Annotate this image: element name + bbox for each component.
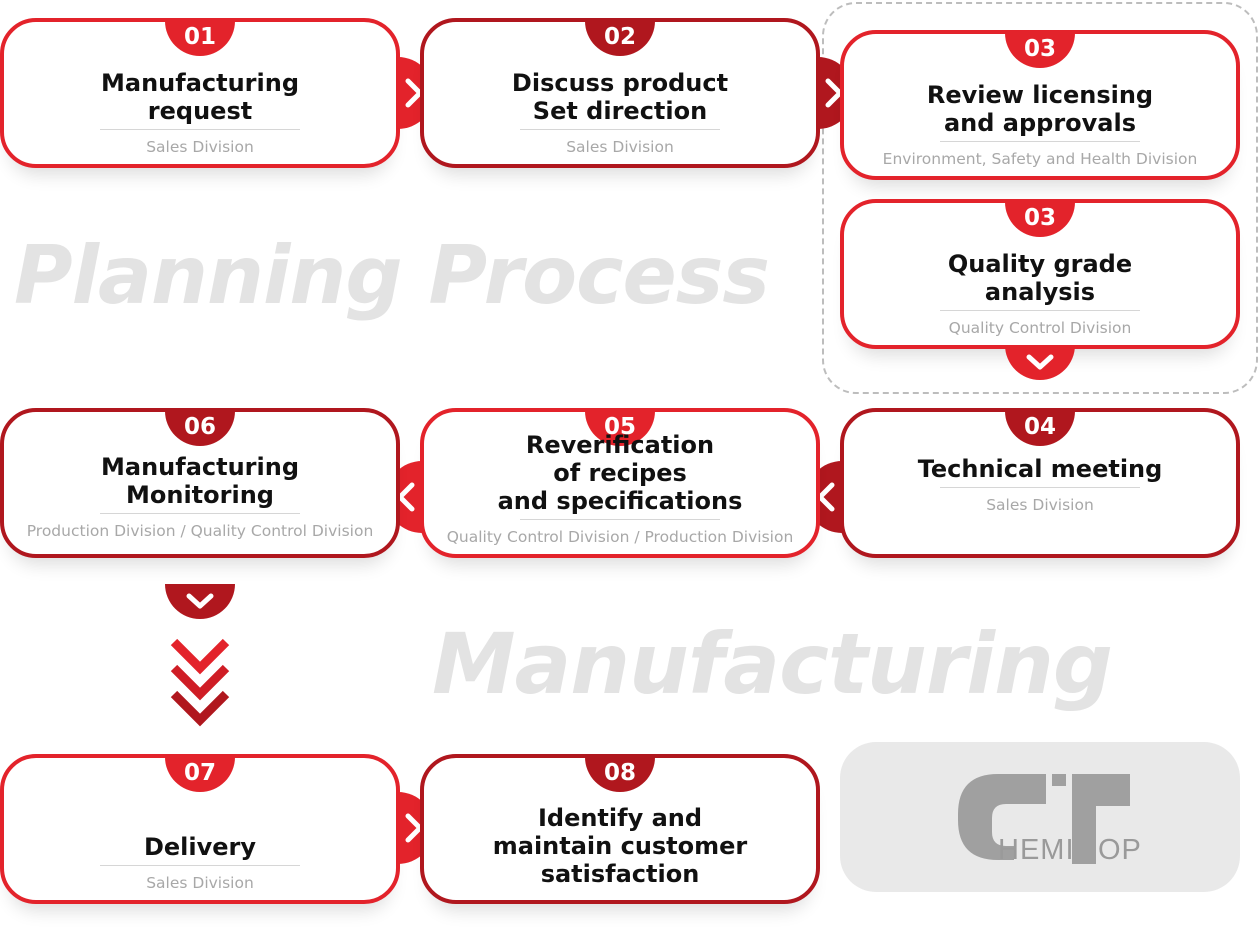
- step-divider: [100, 513, 300, 514]
- step-division: Sales Division: [146, 138, 254, 156]
- step-card-08: 08 Identify and maintain customer satisf…: [420, 754, 820, 904]
- step-title: Manufacturing request: [101, 69, 299, 125]
- step-division: Sales Division: [146, 874, 254, 892]
- company-logo-box: HEMI OP: [840, 742, 1240, 892]
- logo-text-right: OP: [1098, 834, 1142, 866]
- step-title: Manufacturing Monitoring: [101, 453, 299, 509]
- step-card-03-licensing: 03 Review licensing and approvals Enviro…: [840, 30, 1240, 180]
- triple-chevron-down-icon: [166, 634, 234, 730]
- step-title: Review licensing and approvals: [926, 81, 1154, 137]
- step-division: Production Division / Quality Control Di…: [26, 522, 374, 540]
- step-divider: [520, 129, 720, 130]
- watermark-manufacturing: Manufacturing: [432, 615, 1113, 713]
- step-title: Delivery: [143, 833, 257, 861]
- step-card-03-quality: 03 Quality grade analysis Quality Contro…: [840, 199, 1240, 349]
- parallel-steps-group: [822, 2, 1258, 394]
- step-divider: [940, 487, 1140, 488]
- step-title: Quality grade analysis: [947, 250, 1133, 306]
- step-divider: [940, 141, 1140, 142]
- step-divider: [100, 129, 300, 130]
- step-card-02: 02 Discuss product Set direction Sales D…: [420, 18, 820, 168]
- step-divider: [940, 310, 1140, 311]
- step-division: Sales Division: [986, 496, 1094, 514]
- watermark-planning-process: Planning Process: [14, 229, 770, 322]
- step-card-05: 05 Reverification of recipes and specifi…: [420, 408, 820, 558]
- arrow-down-icon: [1005, 345, 1075, 381]
- step-card-06: 06 Manufacturing Monitoring Production D…: [0, 408, 400, 558]
- chemitop-logo-icon: [958, 774, 1130, 864]
- step-title: Technical meeting: [917, 455, 1163, 483]
- arrow-down-icon: [165, 584, 235, 620]
- step-division: Environment, Safety and Health Division: [882, 150, 1198, 168]
- step-title: Reverification of recipes and specificat…: [497, 431, 743, 515]
- step-division: Quality Control Division: [948, 319, 1132, 337]
- step-divider: [100, 865, 300, 866]
- step-title: Identify and maintain customer satisfact…: [492, 804, 748, 888]
- step-divider: [520, 519, 720, 520]
- step-division: Sales Division: [566, 138, 674, 156]
- logo-text-left: HEMI: [998, 834, 1075, 866]
- step-division: Quality Control Division / Production Di…: [446, 528, 794, 546]
- step-card-07: 07 Delivery Sales Division: [0, 754, 400, 904]
- step-title: Discuss product Set direction: [511, 69, 729, 125]
- step-card-01: 01 Manufacturing request Sales Division: [0, 18, 400, 168]
- step-card-04: 04 Technical meeting Sales Division: [840, 408, 1240, 558]
